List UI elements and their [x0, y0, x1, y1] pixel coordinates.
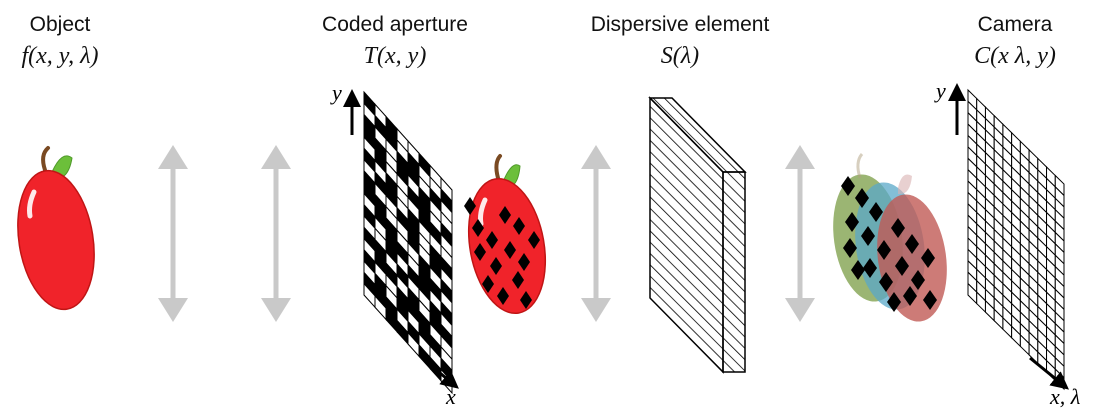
dispersed-diamond: [921, 248, 935, 268]
double-arrow-head-up-4: [785, 145, 815, 169]
mask-diamond: [490, 257, 502, 275]
double-arrow-head-down-3: [581, 298, 611, 322]
double-arrow-head-up-3: [581, 145, 611, 169]
dispersed-diamond: [855, 188, 869, 208]
dispersive-element-prism: [648, 96, 747, 374]
mask-diamond: [512, 271, 524, 289]
object-formula: f(x, y, λ): [21, 43, 99, 69]
mask-diamond: [499, 206, 511, 224]
mask-diamond: [472, 219, 484, 237]
double-arrow-head-down-1: [158, 298, 188, 322]
camera-title: Camera: [977, 13, 1053, 36]
camera-formula: C(x λ, y): [974, 43, 1056, 69]
dispersed-diamond: [923, 290, 937, 310]
camera-x-label: x, λ: [1049, 384, 1080, 409]
disperser-formula: S(λ): [660, 43, 700, 69]
mask-diamond: [474, 243, 486, 261]
dispersed-diamond: [861, 226, 875, 246]
aperture-y-label: y: [330, 80, 342, 105]
camera-y-label: y: [934, 78, 946, 103]
gray-arrows: [158, 145, 815, 322]
object-apple-icon: [17, 146, 95, 311]
object-title: Object: [29, 13, 91, 36]
mask-diamond: [518, 253, 530, 271]
dispersed-diamond: [877, 240, 891, 260]
aperture-title: Coded aperture: [322, 13, 468, 36]
masked-apple-icon: [464, 154, 547, 315]
disperser-title: Dispersive element: [590, 13, 770, 36]
mask-diamond: [482, 275, 494, 293]
dispersed-spectral-images: [833, 153, 947, 322]
dispersed-mask-pattern: [841, 176, 937, 312]
aperture-x-label: x: [445, 384, 456, 409]
dispersed-diamond: [905, 234, 919, 254]
mask-diamond: [528, 231, 540, 249]
dispersed-diamond: [903, 286, 917, 306]
double-arrow-head-down-4: [785, 298, 815, 322]
dispersed-diamond: [887, 292, 901, 312]
dispersed-diamond: [895, 256, 909, 276]
double-arrow-head-up-2: [261, 145, 291, 169]
dispersed-diamond: [869, 202, 883, 222]
dispersed-diamond: [845, 212, 859, 232]
mask-diamond: [504, 241, 516, 259]
dispersed-diamond: [843, 238, 857, 258]
camera-sensor-grid: [967, 88, 1065, 391]
double-arrow-head-up-1: [158, 145, 188, 169]
dispersed-diamond: [863, 258, 877, 278]
double-arrow-head-down-2: [261, 298, 291, 322]
aperture-formula: T(x, y): [363, 43, 427, 69]
dispersed-diamond: [879, 272, 893, 292]
mask-diamond: [464, 197, 476, 215]
mask-diamond: [513, 217, 525, 235]
dispersed-diamond: [911, 270, 925, 290]
aperture-x-axis-arrow: [421, 356, 459, 389]
mask-shadow-pattern: [464, 197, 540, 309]
camera-x-axis-arrow: [1029, 356, 1069, 390]
mask-diamond: [486, 231, 498, 249]
coded-aperture-mask: [363, 90, 453, 395]
dispersed-diamond: [891, 218, 905, 238]
dispersed-diamond: [851, 260, 865, 280]
mask-diamond: [497, 287, 509, 305]
mask-diamond: [520, 291, 532, 309]
dispersed-diamond: [841, 176, 855, 196]
